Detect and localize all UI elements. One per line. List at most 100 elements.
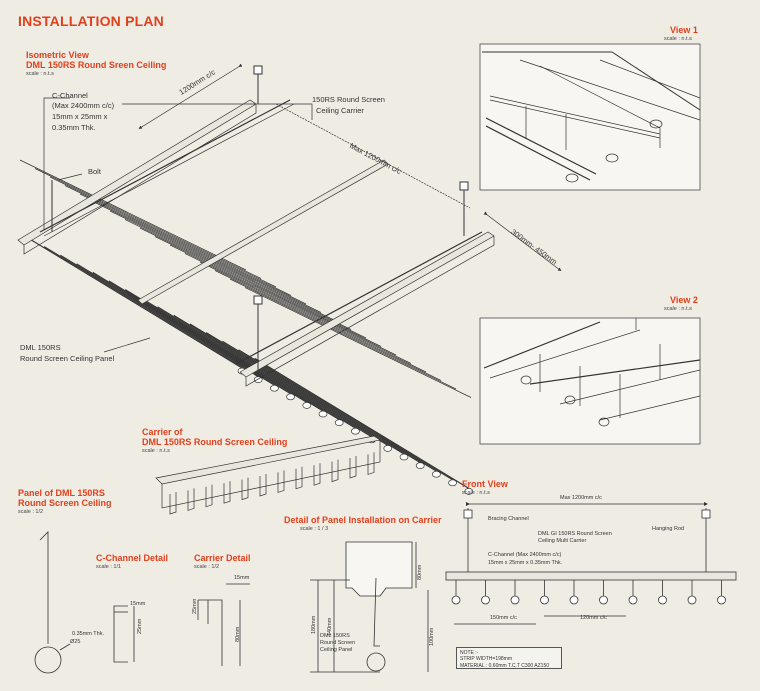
panel-strip — [34, 168, 262, 279]
view-2-scale: scale : n.t.s — [664, 306, 692, 312]
panel-end — [399, 453, 409, 461]
panel-profile-drawing — [34, 531, 71, 674]
panel-strip — [92, 271, 308, 403]
front-multi-carrier-1: DML GI 150RS Round Screen — [538, 531, 612, 537]
panel-strip — [49, 176, 277, 288]
panel-install-scale: scale : 1 / 3 — [300, 526, 329, 532]
panel-of-title: Panel of DML 150RS — [18, 488, 105, 498]
carrier-tooth — [205, 484, 213, 508]
install-panel-label-1: DML 150RS — [320, 633, 350, 639]
panel-strip — [173, 314, 389, 446]
carrier-label-2: Ceiling Carrier — [316, 106, 364, 115]
install-panel-label-3: Ceiling Panel — [320, 647, 353, 653]
note-title: NOTE :- — [460, 650, 479, 656]
install-panel-label-2: Round Screen — [320, 640, 356, 646]
view-1-scale: scale : n.t.s — [664, 36, 692, 42]
note-line-2: MATERIAL : 0.60mm T.C.T C300 AZ150 — [460, 662, 550, 669]
panel-end — [302, 402, 312, 409]
panel-end — [270, 384, 279, 392]
panel-end — [334, 419, 344, 426]
carrier-tooth — [349, 456, 357, 479]
dim-180: 180mm — [311, 615, 317, 634]
panel-end — [717, 595, 726, 605]
c-channel-detail-drawing — [113, 605, 135, 663]
panel-end — [540, 595, 549, 605]
panel-strip — [157, 306, 372, 438]
panel-label-1: DML 150RS — [20, 343, 61, 352]
carrier-detail-title: Carrier Detail — [194, 553, 251, 563]
panel-install-title: Detail of Panel Installation on Carrier — [284, 515, 442, 525]
c-channel-thickness: 0.35mm Thk. — [72, 631, 104, 637]
panel-end — [415, 462, 425, 469]
carrier-tooth — [295, 466, 303, 490]
panel-strip — [222, 340, 437, 472]
panel-end — [432, 470, 441, 478]
panel-of-scale: scale : 1/2 — [18, 509, 44, 515]
front-view-scale: scale : n.t.s — [462, 490, 490, 496]
carrier-detail-drawing — [197, 583, 250, 666]
panel-strip — [244, 287, 472, 398]
panel-end — [464, 488, 474, 495]
c-channel-15mm: 15mm — [130, 601, 146, 607]
c-channel-25mm: 25mm — [137, 618, 143, 634]
panel-end — [318, 410, 328, 418]
front-bracing-label: Bracing Channel — [488, 516, 529, 522]
panel-end — [510, 595, 520, 605]
dim-80: 80mm — [417, 564, 423, 580]
panel-strip — [141, 297, 356, 429]
panel-end — [351, 427, 360, 435]
front-hanging-rod: Hanging Rod — [652, 526, 685, 532]
panel-end — [599, 595, 608, 605]
carrier-drawing — [155, 435, 381, 515]
panel-end — [448, 479, 457, 487]
view-1-drawing — [479, 43, 701, 191]
panel-strip — [64, 185, 292, 296]
panel-of-subtitle: Round Screen Ceiling — [18, 498, 112, 508]
carrier-detail-scale: scale : 1/2 — [194, 564, 220, 570]
carrier-of-title: Carrier of — [142, 427, 183, 437]
isometric-subtitle: DML 150RS Round Sreen Ceiling — [26, 60, 167, 70]
carrier-tooth — [223, 481, 231, 504]
front-max-1200: Max 1200mm c/c — [560, 495, 602, 501]
panel-strip — [139, 227, 367, 339]
panel-end — [383, 445, 393, 452]
panel-end — [628, 595, 638, 605]
c-channel-label-2: (Max 2400mm c/c) — [52, 101, 115, 110]
ceiling-carriers — [17, 99, 495, 387]
carrier-tooth — [259, 474, 267, 497]
carrier-tooth — [367, 452, 375, 475]
carrier-label-1: 150RS Round Screen — [312, 95, 385, 104]
c-channel-detail-title: C-Channel Detail — [96, 553, 169, 563]
front-120mm: 120mm c/c — [580, 615, 607, 621]
panel-label-2: Round Screen Ceiling Panel — [20, 354, 115, 363]
carrier-tooth — [241, 477, 249, 501]
c-channel-detail-scale: scale : 1/1 — [96, 564, 122, 570]
front-view-title: Front View — [462, 479, 508, 489]
bolt-label: Bolt — [88, 167, 101, 176]
carrier-of-subtitle: DML 150RS Round Screen Ceiling — [142, 437, 288, 447]
panel-strip — [60, 254, 275, 386]
panel-end — [687, 595, 697, 605]
panel-end — [569, 595, 579, 605]
view-1-title: View 1 — [670, 25, 698, 35]
panel-end — [481, 595, 490, 605]
carrier-tooth — [187, 488, 195, 511]
carrier-25mm: 25mm — [192, 598, 198, 614]
c-channel-label-3: 15mm x 25mm x — [52, 112, 108, 121]
panel-strip — [79, 193, 307, 305]
carrier-tooth — [277, 470, 285, 493]
panel-strip — [154, 236, 382, 347]
panel-strip — [124, 289, 340, 421]
hanging-rods — [51, 65, 469, 372]
panel-install-drawing — [310, 541, 429, 673]
panel-end — [286, 393, 295, 401]
panel-strip — [229, 278, 457, 390]
panel-diameter: Ø25 — [70, 639, 81, 645]
front-150mm: 150mm c/c — [490, 615, 517, 621]
c-channel-label-1: C-Channel — [52, 91, 88, 100]
panel-strip — [27, 237, 243, 369]
isometric-title: Isometric View — [26, 50, 89, 60]
dim-100: 100mm — [429, 627, 435, 646]
